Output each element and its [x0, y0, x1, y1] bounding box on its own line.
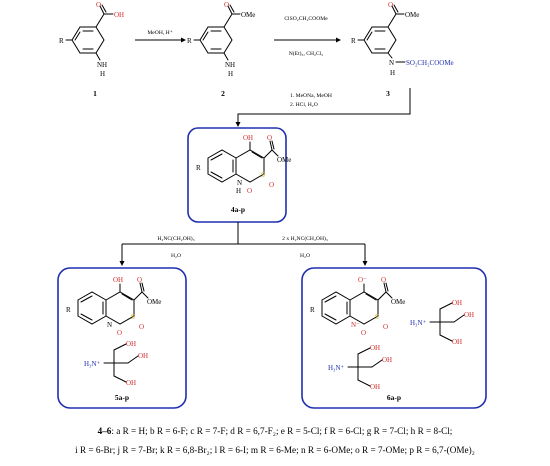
ammonium-label: H₃N⁺ [84, 360, 101, 368]
sulfonyl-oxygen-label: O [139, 323, 144, 331]
hydroxyl-label: OH [452, 299, 462, 307]
compound-3-structure: O OMe N H SO₂CH₂COOMe R [351, 1, 454, 77]
oxygen-label: O [381, 276, 386, 284]
sulfonyl-oxygen-label: O [361, 329, 366, 337]
hydroxyl-label: OH [370, 344, 380, 352]
compound-4-structure: OH O OMe S O O N H R [196, 134, 291, 195]
methoxy-label: OMe [241, 11, 255, 19]
oxygen-label: O [137, 276, 142, 284]
compound-1-label: 1 [93, 89, 97, 98]
r-group-label: R [351, 37, 356, 45]
step-3-reagent: 1. MeONa, MeOH [290, 93, 332, 99]
compound-5-structure: OH O OMe S O O N R H₃N⁺ OH OH OH [66, 276, 161, 387]
amine-label: NH [225, 61, 235, 69]
oxygen-label: O [388, 1, 393, 9]
legend-line-2: i R = 6-Br; j R = 7-Br; k R = 6,8-Br₂; l… [75, 445, 475, 455]
methoxy-label: OMe [277, 156, 291, 164]
legend-prefix: 4–6 [97, 426, 112, 436]
compound-4-label: 4a-p [231, 205, 245, 214]
amine-label: N [237, 179, 242, 187]
substituent-legend: 4–6: a R = H; b R = 6-F; c R = 7-F; d R … [0, 422, 550, 460]
sulfonyl-oxygen-label: O [383, 323, 388, 331]
hydroxyl-label: OH [114, 11, 124, 19]
hydrogen-label: H [100, 70, 105, 78]
ammonium-label: H₃N⁺ [410, 319, 427, 327]
step-5-conditions: H₂O [300, 253, 310, 259]
step-4-conditions: H₂O [171, 253, 181, 259]
ammonium-label: H₃N⁺ [328, 364, 345, 372]
hydroxyl-label: OH [382, 356, 392, 364]
amine-label: N [107, 321, 112, 329]
oxygen-label: O [96, 1, 101, 9]
hydroxyl-label: OH [138, 352, 148, 360]
compound-5-box [57, 267, 187, 409]
compound-2-label: 2 [221, 89, 225, 98]
sulfonyl-oxygen-label: O [269, 181, 274, 189]
hydroxyl-label: OH [113, 276, 123, 284]
methoxy-label: OMe [391, 298, 405, 306]
compound-6-label: 6a-p [387, 393, 401, 402]
sulfur-label: S [261, 171, 265, 179]
compound-6-structure: O⁻ O OMe S O O N⁻ R H₃N⁺ OH OH OH H₃N⁺ O… [310, 276, 474, 391]
compound-4-box [187, 127, 287, 223]
sulfur-label: S [375, 313, 379, 321]
sulfonyl-oxygen-label: O [247, 187, 252, 195]
hydrogen-label: H [390, 69, 395, 77]
oxygen-label: O [224, 1, 229, 9]
r-group-label: R [310, 306, 315, 314]
hydroxyl-label: OH [370, 383, 380, 391]
amine-label: NH [97, 61, 107, 69]
hydroxyl-label: OH [452, 338, 462, 346]
step-5-reagent: 2 x H₂NC(CH₂OH)₃ [282, 235, 328, 242]
step-3-conditions: 2. HCl, H₂O [290, 102, 318, 108]
sulfonyl-oxygen-label: O [117, 329, 122, 337]
methoxy-label: OMe [405, 11, 419, 19]
compound-6-box [301, 267, 487, 409]
compound-2-structure: O OMe NH H R [187, 1, 255, 78]
sulfonyl-chain-label: SO₂CH₂COOMe [406, 59, 454, 67]
compound-5-label: 5a-p [115, 393, 129, 402]
legend-line-1-text: : a R = H; b R = 6-F; c R = 7-F; d R = 6… [111, 426, 453, 436]
methoxy-label: OMe [147, 298, 161, 306]
hydrogen-label: H [236, 187, 241, 195]
amine-label: N [389, 59, 394, 67]
compound-3-label: 3 [386, 89, 390, 98]
r-group-label: R [187, 37, 192, 45]
r-group-label: R [196, 164, 201, 172]
hydroxyl-label: OH [464, 311, 474, 319]
hydroxyl-label: OH [126, 340, 136, 348]
phenolate-label: O⁻ [358, 276, 367, 284]
hydroxyl-label: OH [243, 134, 253, 142]
step-1-conditions: MeOH, H⁺ [147, 29, 172, 36]
r-group-label: R [66, 306, 71, 314]
step-2-reagent: ClSO₂CH₂COOMe [284, 16, 328, 22]
r-group-label: R [59, 37, 64, 45]
sulfur-label: S [131, 313, 135, 321]
amide-anion-label: N⁻ [351, 321, 360, 329]
step-2-conditions: N(Et)₃, CH₂Cl₂ [289, 50, 323, 57]
legend-line-1: 4–6: a R = H; b R = 6-F; c R = 7-F; d R … [0, 422, 550, 441]
hydrogen-label: H [228, 70, 233, 78]
oxygen-label: O [267, 134, 272, 142]
hydroxyl-label: OH [126, 379, 136, 387]
step-4-reagent: H₂NC(CH₂OH)₃ [157, 235, 194, 242]
compound-1-structure: O OH NH H R [59, 1, 124, 78]
